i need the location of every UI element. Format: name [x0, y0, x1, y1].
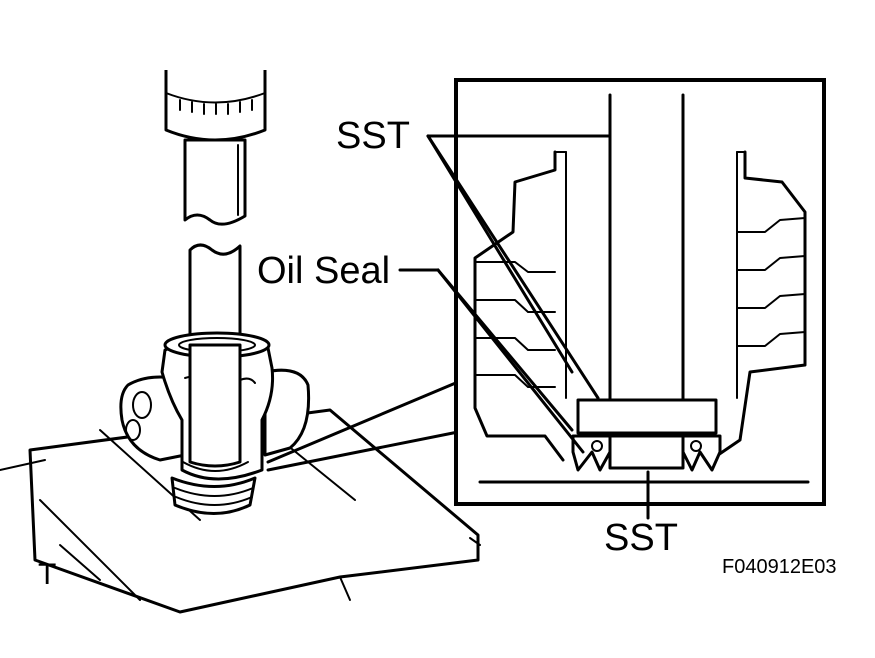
gear-housing: [119, 331, 311, 515]
callout-lines: [266, 380, 460, 472]
detail-inset: [454, 78, 826, 506]
work-table: [0, 408, 481, 614]
label-corner-mark: T: [38, 558, 56, 591]
press-rod: [188, 243, 242, 347]
label-sst-bottom: SST: [604, 517, 678, 559]
label-oil-seal: Oil Seal: [257, 250, 390, 292]
press-ram: [164, 70, 267, 226]
leader-lines: [398, 134, 650, 520]
label-sst-top: SST: [336, 115, 410, 157]
figure-code: F040912E03: [722, 556, 837, 578]
